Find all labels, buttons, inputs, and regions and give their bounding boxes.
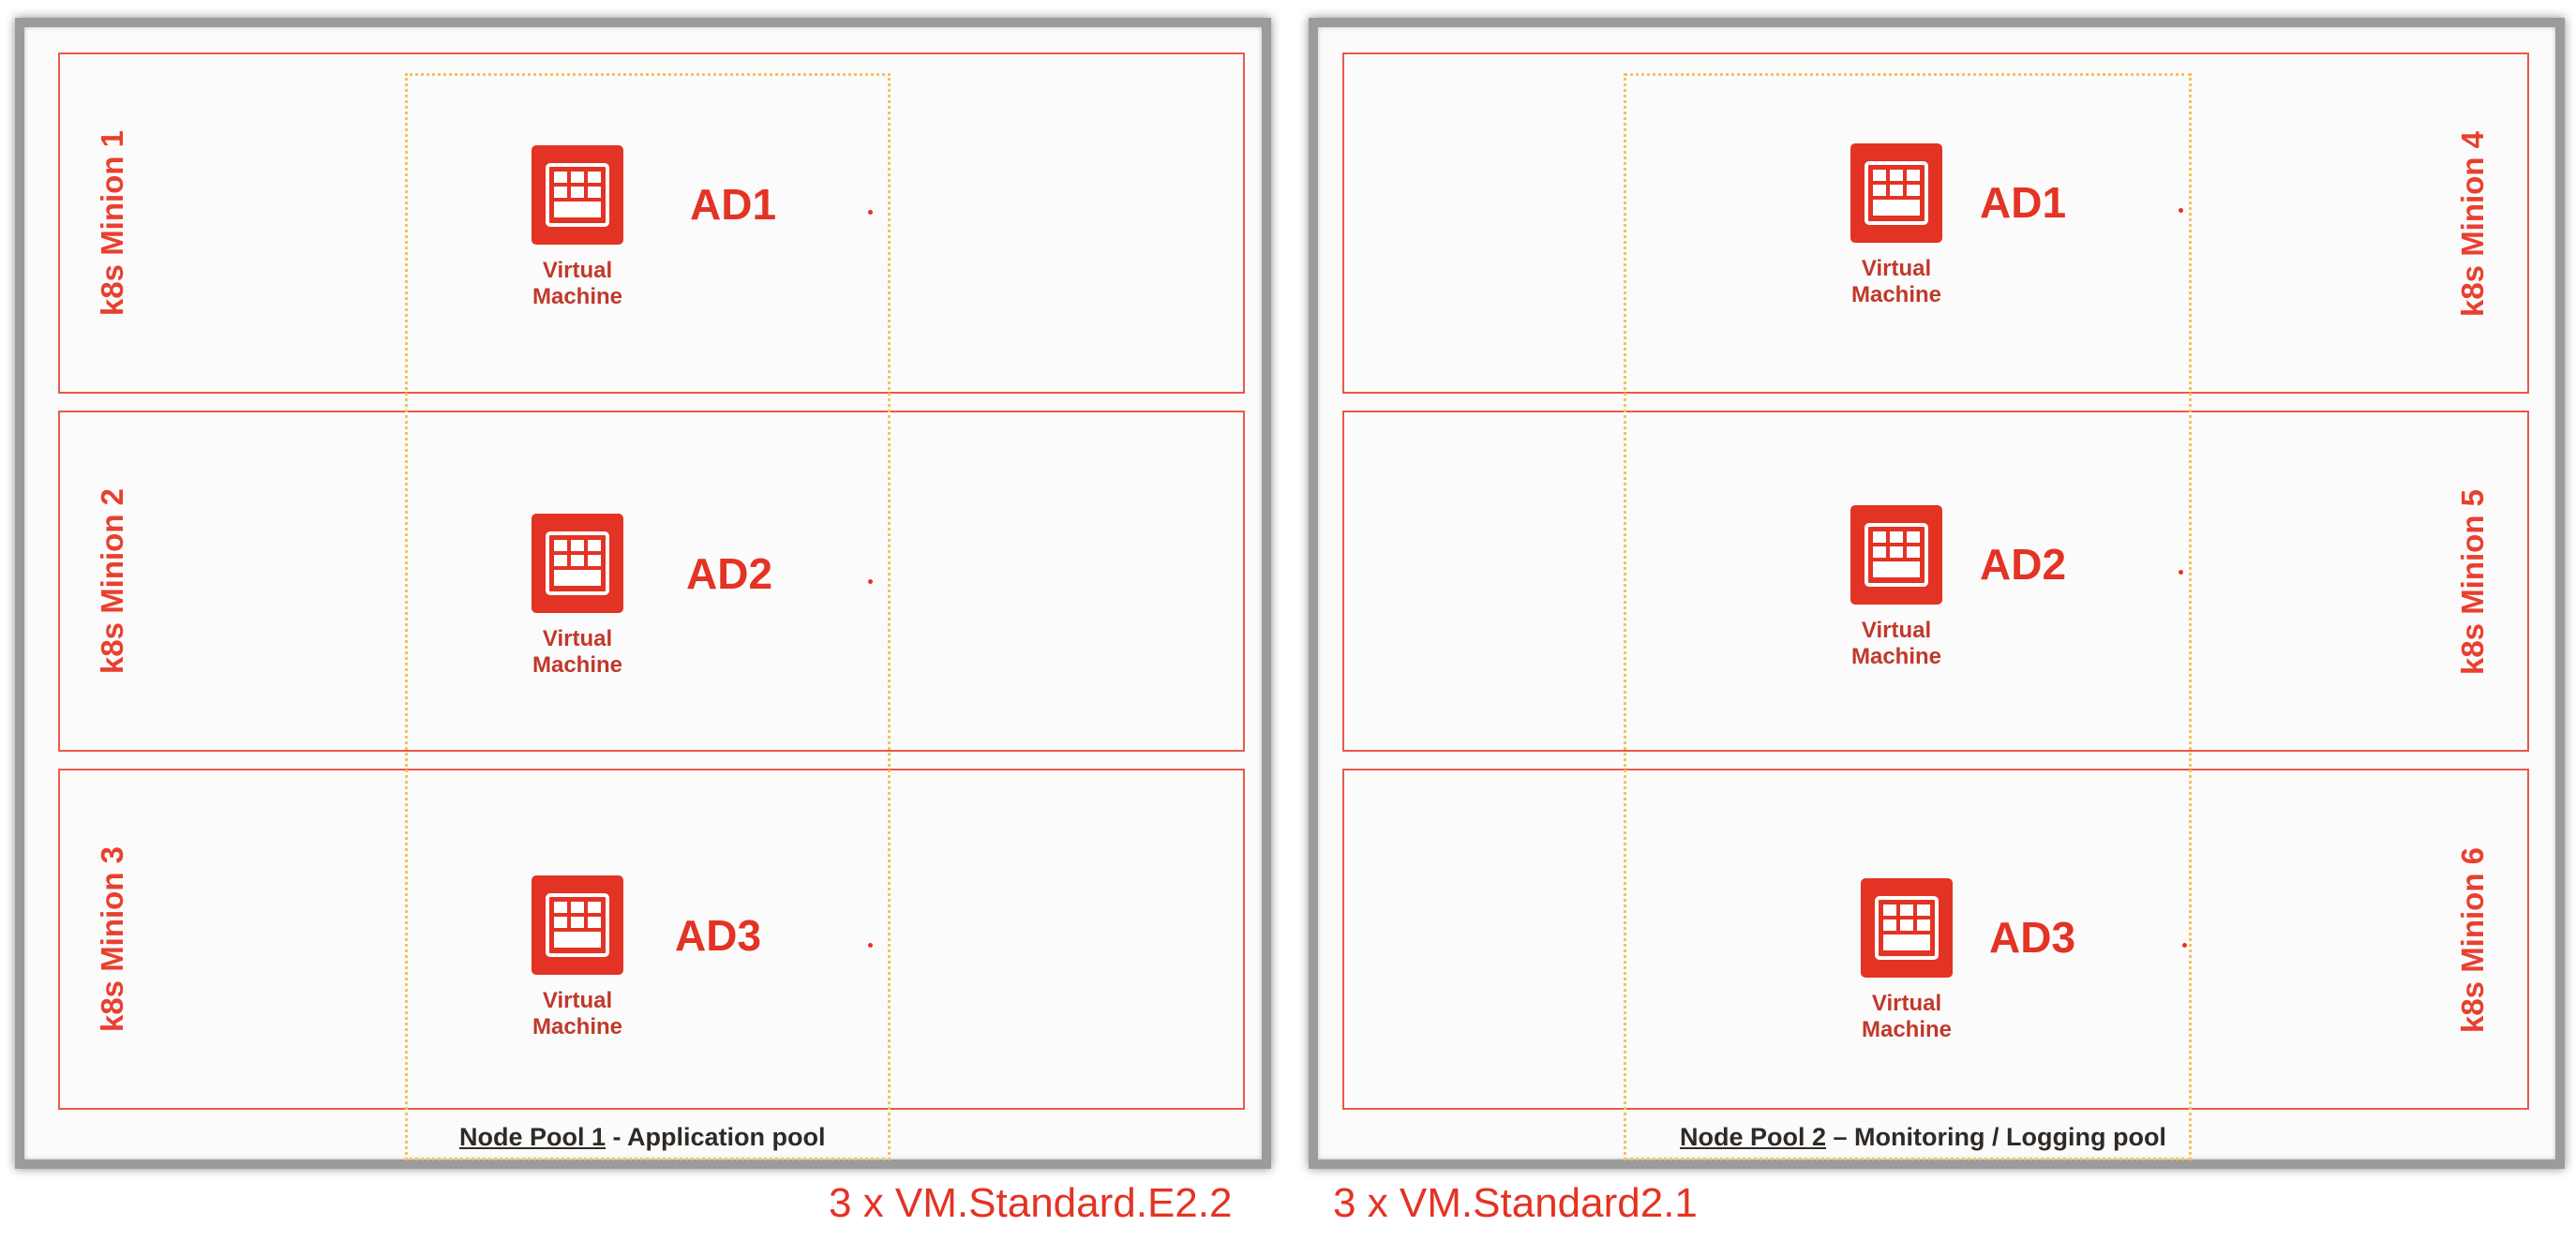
pool-description: – Monitoring / Logging pool xyxy=(1826,1123,2166,1151)
connector-dot xyxy=(2179,208,2183,213)
availability-domain-label: AD1 xyxy=(1980,178,2067,227)
virtual-machine-icon xyxy=(532,514,623,613)
pool-name: Node Pool 2 xyxy=(1680,1123,1827,1151)
pool-description: - Application pool xyxy=(606,1123,826,1151)
availability-domain-label: AD2 xyxy=(686,549,773,598)
pool-title: Node Pool 2 – Monitoring / Logging pool xyxy=(1680,1123,2166,1152)
connector-dot xyxy=(2182,943,2187,948)
vm-label: Machine xyxy=(1850,282,1942,307)
minion-row: k8s Minion 2 xyxy=(58,411,1245,752)
vm-label: Machine xyxy=(532,284,623,309)
availability-zone-outline xyxy=(1624,73,2192,1160)
virtual-machine-icon xyxy=(532,875,623,975)
virtual-machine: Virtual Machine xyxy=(521,875,634,1040)
virtual-machine-icon xyxy=(532,145,623,245)
availability-domain-label: AD3 xyxy=(1989,913,2076,962)
minion-row xyxy=(1342,411,2529,752)
pool-name: Node Pool 1 xyxy=(459,1123,607,1151)
pool-title: Node Pool 1 - Application pool xyxy=(459,1123,826,1152)
vm-label: Virtual xyxy=(1861,256,1932,281)
connector-dot xyxy=(868,579,873,584)
availability-domain-label: AD2 xyxy=(1980,540,2067,589)
virtual-machine-icon xyxy=(1850,143,1942,243)
virtual-machine: Virtual Machine xyxy=(1840,143,1953,308)
vm-shape-caption: 3 x VM.Standard2.1 xyxy=(1333,1180,1698,1226)
vm-label: Virtual xyxy=(1861,618,1932,643)
vm-label: Virtual xyxy=(542,258,613,283)
minion-row: k8s Minion 1 xyxy=(58,52,1245,394)
node-pool-2-panel: k8s Minion 4 k8s Minion 5 k8s Minion 6 V… xyxy=(1309,18,2565,1169)
virtual-machine: Virtual Machine xyxy=(521,145,634,310)
vm-label: Virtual xyxy=(542,626,613,651)
availability-zone-outline xyxy=(405,73,891,1160)
minion-row: k8s Minion 3 xyxy=(58,769,1245,1110)
connector-dot xyxy=(868,943,873,948)
vm-label: Machine xyxy=(532,1014,623,1039)
virtual-machine: Virtual Machine xyxy=(1850,878,1963,1043)
vm-label: Machine xyxy=(532,652,623,678)
minion-row xyxy=(1342,769,2529,1110)
availability-domain-label: AD3 xyxy=(675,911,762,960)
virtual-machine: Virtual Machine xyxy=(1840,505,1953,670)
vm-label: Machine xyxy=(1861,1017,1953,1042)
virtual-machine-icon xyxy=(1850,505,1942,605)
minion-row xyxy=(1342,52,2529,394)
vm-shape-caption: 3 x VM.Standard.E2.2 xyxy=(829,1180,1233,1226)
virtual-machine: Virtual Machine xyxy=(521,514,634,679)
connector-dot xyxy=(868,210,873,215)
availability-domain-label: AD1 xyxy=(690,180,777,229)
node-pool-1-panel: k8s Minion 1 k8s Minion 2 k8s Minion 3 V… xyxy=(15,18,1271,1169)
vm-label: Virtual xyxy=(1871,991,1942,1016)
vm-label: Virtual xyxy=(542,988,613,1013)
vm-label: Machine xyxy=(1850,644,1942,669)
connector-dot xyxy=(2179,570,2183,575)
virtual-machine-icon xyxy=(1861,878,1953,978)
